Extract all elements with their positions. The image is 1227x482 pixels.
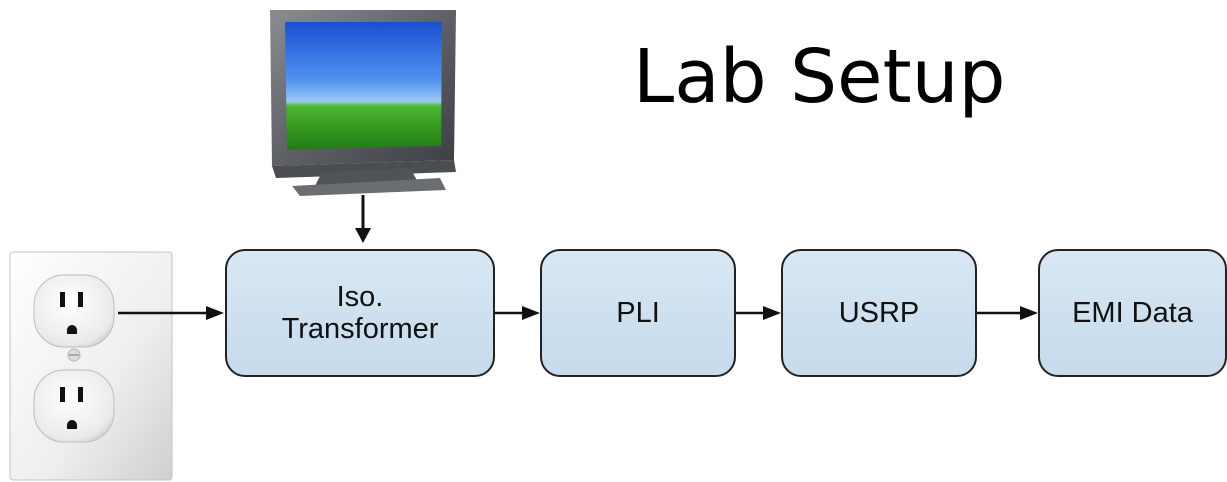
iso-transformer-block: Iso. Transformer (225, 249, 495, 377)
tv-monitor-icon (270, 10, 456, 196)
pli-label: PLI (616, 296, 660, 329)
pli-block: PLI (540, 249, 736, 377)
wall-outlet-icon (9, 251, 173, 481)
usrp-to-emi-data-arrow (976, 306, 1038, 320)
emi-data-label: EMI Data (1072, 296, 1193, 329)
transformer-to-pli-arrow (494, 306, 540, 320)
iso-transformer-line-2: Transformer (281, 313, 439, 345)
tv-to-transformer-arrow (355, 195, 371, 243)
iso-transformer-line-1: Iso. (336, 280, 384, 313)
outlet-to-transformer-arrow (118, 306, 224, 320)
page-title: Lab Setup (633, 34, 1006, 120)
usrp-label: USRP (838, 296, 920, 329)
emi-data-block: EMI Data (1038, 249, 1227, 377)
usrp-block: USRP (781, 249, 977, 377)
pli-to-usrp-arrow (735, 306, 781, 320)
